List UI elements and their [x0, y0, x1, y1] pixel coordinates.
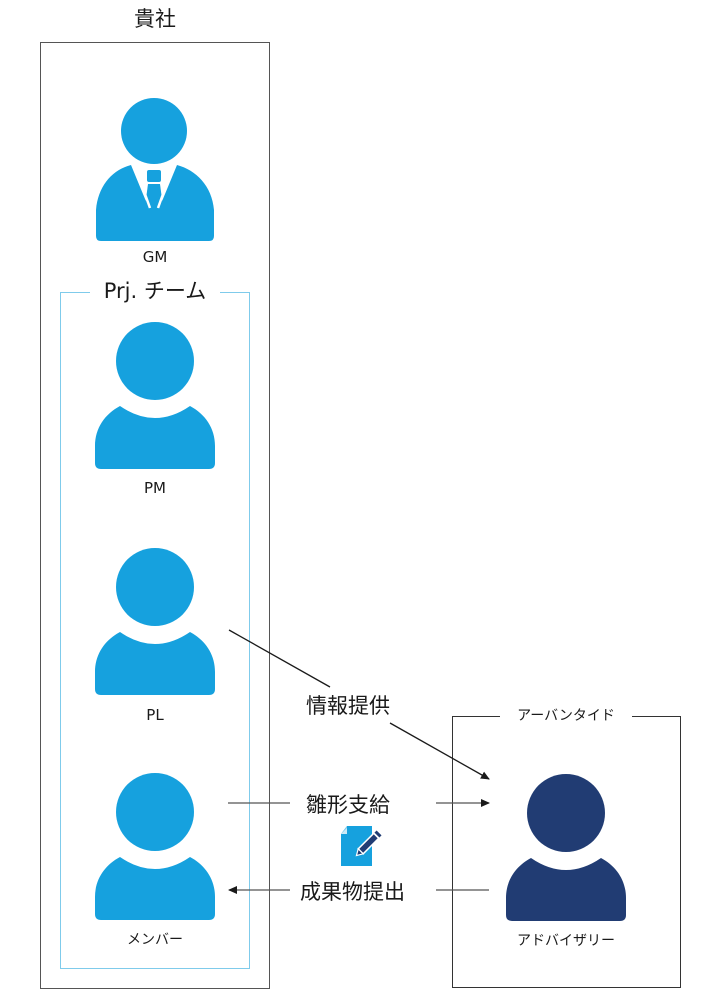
document-edit-icon	[341, 826, 382, 866]
project-team-title: Prj. チーム	[90, 276, 220, 306]
client-company-title: 貴社	[118, 4, 192, 34]
info-arrow-segment-1	[228, 629, 331, 688]
client-company-box	[40, 42, 270, 989]
person-icon-pm	[95, 322, 215, 469]
pl-label: PL	[146, 706, 164, 724]
person-icon-member	[95, 773, 215, 920]
person-icon-advisory	[506, 774, 626, 921]
pm-label: PM	[144, 479, 166, 497]
flow-label-template: 雛形支給	[298, 789, 398, 819]
advisory-label: アドバイザリー	[517, 933, 615, 949]
gm-label: GM	[142, 248, 168, 266]
advisor-company-title: アーバンタイド	[500, 706, 632, 726]
person-icon-pl	[95, 548, 215, 695]
member-label: メンバー	[127, 932, 183, 948]
flow-label-deliverable: 成果物提出	[292, 876, 413, 906]
flow-label-info: 情報提供	[298, 690, 398, 720]
info-arrow-segment-2	[389, 722, 490, 780]
businessman-with-tie-icon	[96, 98, 214, 241]
